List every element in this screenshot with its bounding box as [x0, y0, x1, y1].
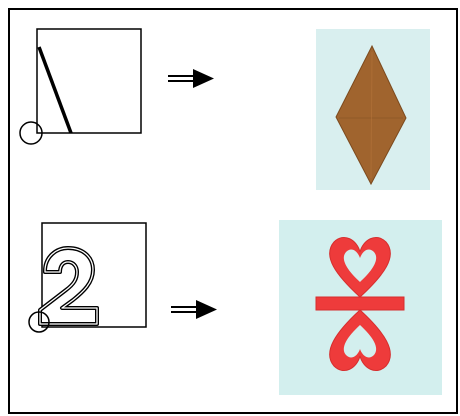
diamond-fold-crease-vertical	[370, 51, 373, 179]
result-photo-diamond	[316, 29, 430, 190]
row-1-diagram	[19, 28, 142, 145]
folded-square	[36, 28, 142, 134]
cut-line	[37, 46, 73, 134]
digit-2-outline	[38, 246, 99, 326]
fold-corner-marker	[28, 311, 50, 333]
result-photo-double-heart	[279, 220, 442, 395]
row-1	[19, 28, 430, 190]
right-arrow-icon	[168, 69, 214, 88]
right-arrow-icon	[171, 300, 217, 319]
row-2-diagram	[28, 222, 147, 333]
row-2	[28, 220, 442, 395]
double-heart-cutouts	[343, 249, 377, 358]
folded-square	[41, 222, 147, 328]
fold-corner-marker	[19, 121, 43, 145]
